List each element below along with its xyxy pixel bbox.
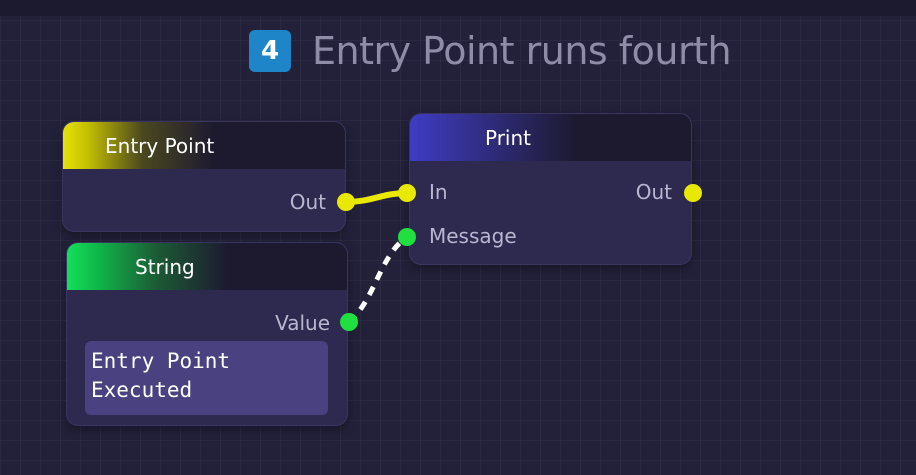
print-in-label: In [429,180,448,204]
entry-point-node-title: Entry Point [105,133,215,158]
canvas-top-strip [0,0,916,16]
print-node[interactable]: Print In Out Message [409,113,692,265]
entry-point-node[interactable]: Entry Point Out [62,121,346,232]
string-node[interactable]: String Value Entry Point Executed [66,242,348,426]
print-node-title: Print [485,125,532,150]
entry-point-out-pin[interactable] [337,193,355,211]
string-node-title: String [135,254,195,279]
string-value-input[interactable]: Entry Point Executed [85,341,328,415]
step-number-badge: 4 [249,30,291,72]
print-message-pin[interactable] [398,228,416,246]
step-title: 4 Entry Point runs fourth [249,26,732,76]
entry-point-node-header[interactable]: Entry Point [63,122,345,169]
print-in-pin[interactable] [398,184,416,202]
string-node-header[interactable]: String [67,243,347,290]
entry-point-out-label: Out [289,190,326,214]
step-title-text: Entry Point runs fourth [312,29,732,73]
print-out-pin[interactable] [684,184,702,202]
string-value-pin[interactable] [340,313,358,331]
print-node-header[interactable]: Print [410,114,691,161]
print-out-label: Out [635,180,672,204]
string-value-label: Value [275,311,330,335]
data-wire [347,234,409,324]
print-message-label: Message [429,224,517,248]
